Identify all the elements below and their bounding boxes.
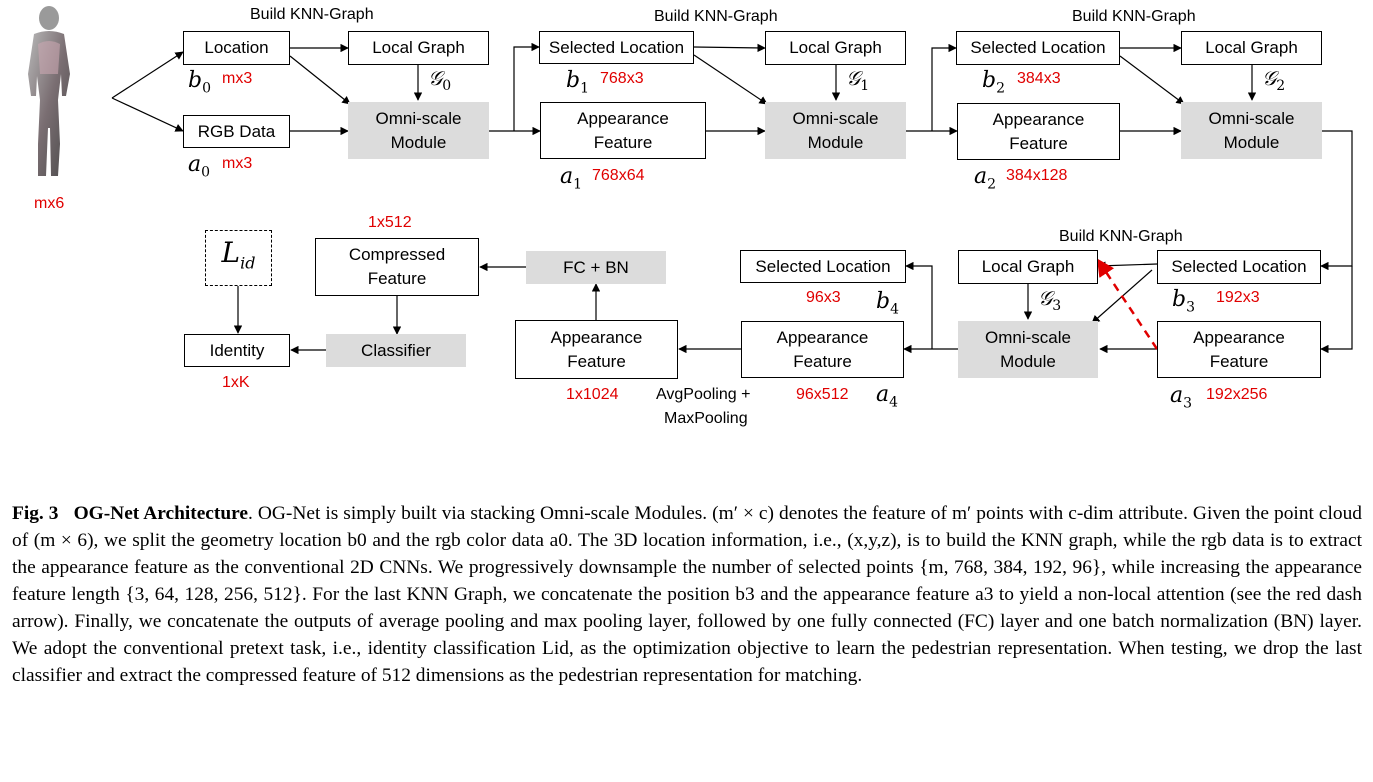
a2-shape: 384x128 bbox=[1006, 167, 1068, 184]
location-box: Location bbox=[183, 31, 290, 65]
figure-title: OG-Net Architecture bbox=[73, 503, 249, 524]
local-graph-box-1: Local Graph bbox=[765, 31, 906, 65]
compressed-shape: 1x512 bbox=[368, 214, 412, 231]
g2-symbol: 𝒢2 bbox=[1262, 66, 1286, 94]
local-graph-box-3: Local Graph bbox=[958, 250, 1098, 284]
g0-symbol: 𝒢0 bbox=[428, 66, 452, 94]
architecture-diagram: mx6 Build KNN-Graph Build KNN-Graph Buil… bbox=[28, 6, 1353, 427]
a4-symbol: a4 bbox=[876, 382, 899, 411]
a2-symbol: a2 bbox=[974, 164, 997, 193]
figure-label: Fig. 3 bbox=[12, 503, 59, 524]
a0-shape: mx3 bbox=[222, 155, 253, 172]
a0-symbol: a0 bbox=[188, 152, 211, 181]
b4-shape: 96x3 bbox=[806, 289, 841, 306]
a4-shape: 96x512 bbox=[796, 386, 849, 403]
local-graph-box-0: Local Graph bbox=[348, 31, 489, 65]
g1-symbol: 𝒢1 bbox=[846, 66, 870, 94]
identity-shape: 1xK bbox=[222, 374, 250, 391]
b1-shape: 768x3 bbox=[600, 70, 644, 87]
pooling-label-2: MaxPooling bbox=[664, 410, 748, 427]
knn-title-3: Build KNN-Graph bbox=[1059, 228, 1183, 245]
a3-shape: 192x256 bbox=[1206, 386, 1268, 403]
b3-symbol: b3 bbox=[1172, 287, 1196, 316]
rgb-data-box: RGB Data bbox=[183, 115, 290, 148]
b1-symbol: b1 bbox=[566, 68, 590, 97]
knn-title-1: Build KNN-Graph bbox=[654, 8, 778, 25]
input-shape-label: mx6 bbox=[34, 195, 65, 212]
b4-symbol: b4 bbox=[876, 289, 900, 318]
selected-location-box-3: Selected Location bbox=[1157, 250, 1321, 284]
pedestrian-point-cloud-icon bbox=[28, 6, 70, 176]
knn-title-2: Build KNN-Graph bbox=[1072, 8, 1196, 25]
b0-shape: mx3 bbox=[222, 70, 253, 87]
a1-symbol: a1 bbox=[560, 164, 583, 193]
knn-title-0: Build KNN-Graph bbox=[250, 6, 374, 23]
local-graph-box-2: Local Graph bbox=[1181, 31, 1322, 65]
a3-symbol: a3 bbox=[1170, 383, 1193, 412]
pooled-shape: 1x1024 bbox=[566, 386, 619, 403]
fc-bn-box: FC + BN bbox=[526, 251, 666, 284]
identity-box: Identity bbox=[184, 334, 290, 367]
b0-symbol: b0 bbox=[188, 68, 212, 97]
b2-symbol: b2 bbox=[982, 68, 1006, 97]
b2-shape: 384x3 bbox=[1017, 70, 1061, 87]
selected-location-box-1: Selected Location bbox=[539, 31, 694, 64]
pooling-label-1: AvgPooling + bbox=[656, 386, 751, 403]
selected-location-box-2: Selected Location bbox=[956, 31, 1120, 65]
identity-loss-box: Lid bbox=[205, 230, 272, 286]
g3-symbol: 𝒢3 bbox=[1038, 286, 1062, 314]
connector-lines bbox=[111, 42, 1353, 355]
b3-shape: 192x3 bbox=[1216, 289, 1260, 306]
figure-caption: Fig. 3 OG-Net Architecture. OG-Net is si… bbox=[12, 500, 1362, 689]
a1-shape: 768x64 bbox=[592, 167, 645, 184]
classifier-box: Classifier bbox=[326, 334, 466, 367]
selected-location-box-4: Selected Location bbox=[740, 250, 906, 283]
caption-text: . OG-Net is simply built via stacking Om… bbox=[12, 503, 1363, 686]
